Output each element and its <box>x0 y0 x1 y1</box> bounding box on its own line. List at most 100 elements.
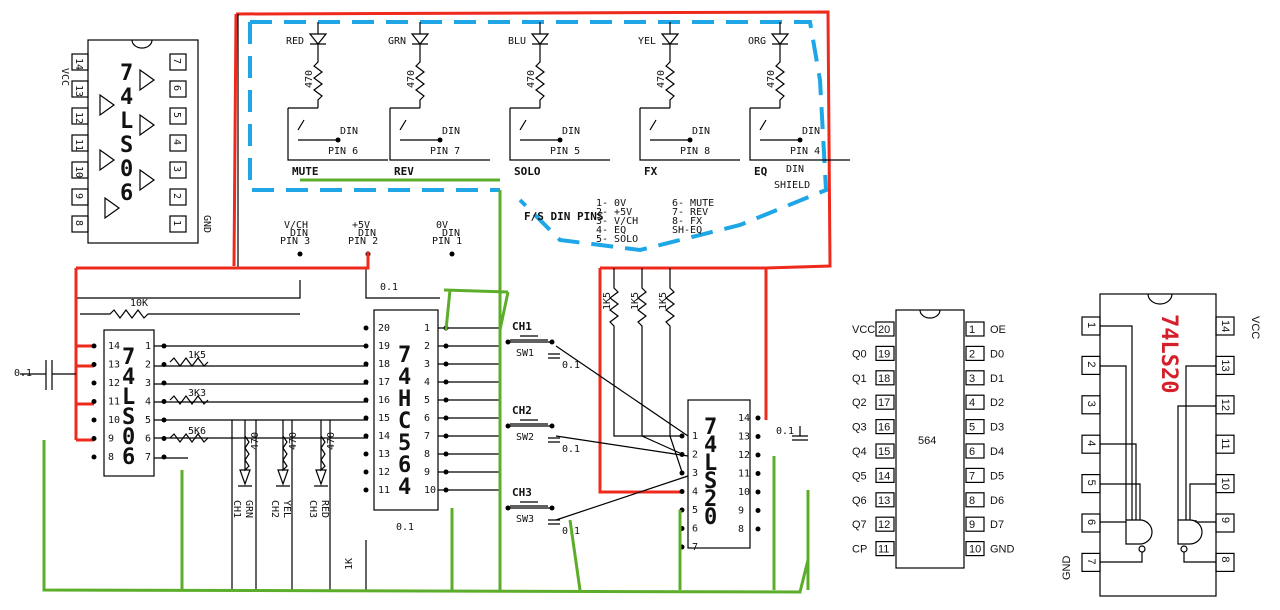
pin-number: 7 <box>692 542 698 553</box>
led-color-label: RED <box>286 36 304 47</box>
cap-bottom-label: 0.1 <box>396 522 414 533</box>
ch-led-name: CH1 <box>231 500 242 518</box>
pin-name: OE <box>990 324 1006 336</box>
ic-label-char: 6 <box>120 181 133 206</box>
pin-number: 5 <box>171 112 182 118</box>
pin-number: 9 <box>969 519 975 531</box>
pin-name: Q6 <box>852 495 867 507</box>
pin-number: 12 <box>738 450 750 461</box>
pin-name: Q1 <box>852 373 867 385</box>
pin-number: 3 <box>171 166 182 172</box>
pin-name: Q7 <box>852 519 867 531</box>
din-label: DIN <box>692 126 710 137</box>
pin-number: 6 <box>424 413 430 424</box>
cap-top-label: 0.1 <box>380 282 398 293</box>
pin-number: 8 <box>738 524 744 535</box>
svg-text:PIN 3: PIN 3 <box>280 236 310 247</box>
din-legend-title: F/S DIN PINS <box>524 210 603 223</box>
pin-name: D0 <box>990 348 1004 360</box>
pin-number: 20 <box>378 323 390 334</box>
pin-number: 12 <box>73 112 84 124</box>
led-color-label: ORG <box>748 36 766 47</box>
pin-number: 7 <box>424 431 430 442</box>
pin-name: D5 <box>990 470 1004 482</box>
pin-number: 13 <box>738 432 750 443</box>
ic-label-char: 0 <box>122 425 135 450</box>
ic-label-char: 4 <box>398 475 411 500</box>
pin-name: D7 <box>990 519 1004 531</box>
din-pin-label: PIN 8 <box>680 146 710 157</box>
pin-number: 1 <box>1085 322 1097 328</box>
r470-label: 470 <box>326 432 337 450</box>
resistor-label: 470 <box>656 70 667 88</box>
din-pin-label: PIN 7 <box>430 146 460 157</box>
pin-number: 7 <box>969 470 975 482</box>
switch-channel-label: CH1 <box>512 320 532 333</box>
pin-number: 8 <box>73 220 84 226</box>
pin-number: 18 <box>378 359 390 370</box>
r3k3-label: 3K3 <box>188 388 206 399</box>
pin-number: 1 <box>145 341 151 352</box>
pin-number: 9 <box>1219 517 1231 523</box>
pin-number: 19 <box>378 341 390 352</box>
pin-number: 14 <box>73 58 84 70</box>
pin-box <box>71 161 89 179</box>
pin-box <box>169 53 187 71</box>
din-label: DIN <box>442 126 460 137</box>
ch-led-color: RED <box>319 500 330 518</box>
svg-text:1K5: 1K5 <box>630 292 641 310</box>
ch-led-name: CH2 <box>269 500 280 518</box>
din-legend-entry: 7- REV <box>672 207 708 218</box>
ch-led-color: GRN <box>243 500 254 518</box>
pin-number: 4 <box>1085 440 1097 446</box>
pin-box <box>71 107 89 125</box>
din-legend-entry: SH-EQ <box>672 225 702 236</box>
pin-name: D6 <box>990 495 1004 507</box>
pin-number: 15 <box>378 413 390 424</box>
switch-name-label: MUTE <box>292 165 319 178</box>
ic-label-char: L <box>120 109 133 134</box>
pin-box <box>169 188 187 206</box>
din-legend-entry: 2- +5V <box>596 207 632 218</box>
svg-text:DIN: DIN <box>358 228 376 239</box>
switch-name-label: EQ <box>754 165 768 178</box>
ic-label-char: L <box>704 451 717 476</box>
r1k5-label: 1K5 <box>188 350 206 361</box>
pin-number: 6 <box>1085 519 1097 525</box>
din-legend-entry: 4- EQ <box>596 225 626 236</box>
resistor-label: 470 <box>304 70 315 88</box>
r470-label: 470 <box>288 432 299 450</box>
pin-number: 8 <box>424 449 430 460</box>
din-shield-label: SHIELD <box>774 180 810 191</box>
pin-number: 14 <box>878 470 890 482</box>
pin-name: Q2 <box>852 397 867 409</box>
svg-text:1K5: 1K5 <box>658 292 669 310</box>
resistor-label: 470 <box>766 70 777 88</box>
pin-number: 9 <box>73 193 84 199</box>
din-label: DIN <box>562 126 580 137</box>
ic-label-char: 0 <box>704 505 717 530</box>
pin-box <box>71 80 89 98</box>
pin-number: 1 <box>171 220 182 226</box>
din-legend-entry: 5- SOLO <box>596 234 638 245</box>
green-ground-net <box>42 178 810 594</box>
pin-number: 17 <box>378 377 390 388</box>
svg-text:DIN: DIN <box>290 228 308 239</box>
pin-number: 5 <box>692 505 698 516</box>
pin-number: 15 <box>878 446 890 458</box>
led-icon <box>308 22 328 108</box>
r10k-label: 10K <box>130 298 148 309</box>
pin-number: 13 <box>108 360 120 371</box>
pin-box <box>71 134 89 152</box>
pin-number: 3 <box>424 359 430 370</box>
